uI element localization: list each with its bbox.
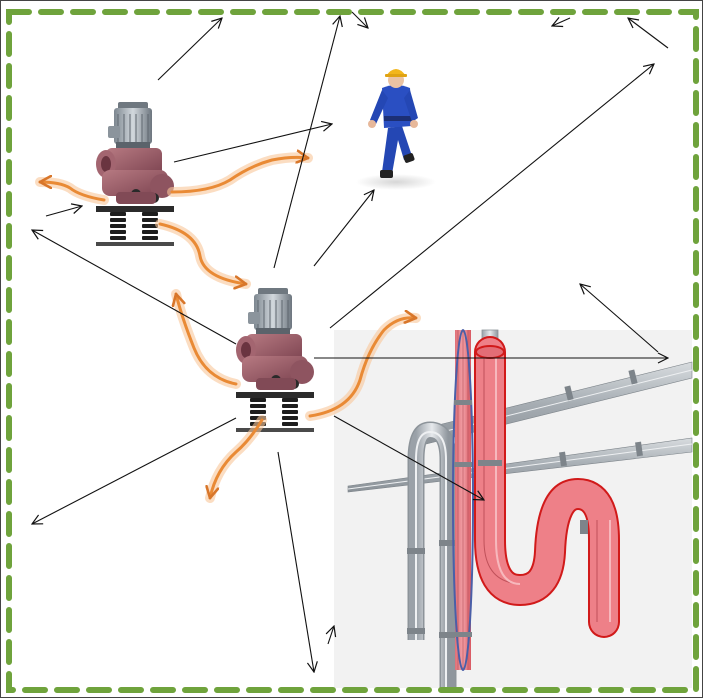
vibration-wave-center-down (205, 415, 267, 503)
vibration-wave-top-left (35, 182, 109, 205)
pump-center-icon (235, 287, 315, 433)
arrow-center-to-bottom (277, 451, 314, 672)
arrow-right-reflect (580, 284, 659, 353)
arrow-center-to-bottom-left (32, 417, 237, 524)
arrow-top-pump-up (157, 18, 222, 81)
gray-j-pipe (407, 421, 457, 690)
arrow-top-pump-to-worker (173, 124, 332, 163)
highlighted-vertical-pipe (452, 329, 474, 671)
vibration-wave-center-up (171, 289, 241, 389)
worker-icon (356, 69, 436, 190)
vibration-wave-center-right (305, 318, 421, 421)
vibration-waves (35, 157, 421, 503)
arrow-center-to-pipe (333, 415, 484, 500)
highlighted-s-bend-pipe (474, 336, 620, 638)
vibration-wave-top-right (167, 157, 313, 197)
propagation-arrows (32, 11, 669, 672)
pipe-rack-icon (347, 329, 693, 690)
arrow-center-to-worker (313, 190, 374, 267)
arrow-small-left (45, 206, 82, 217)
arrow-top-right-reflect (628, 18, 669, 49)
arrow-center-to-top-right (329, 64, 654, 329)
horizontal-pipe-lower (347, 437, 693, 493)
arrow-top-small-2 (552, 18, 571, 26)
arrow-small-bottom (328, 626, 334, 645)
arrow-top-small-1 (351, 11, 368, 28)
boundary-frame (6, 9, 699, 693)
vibration-wave-top-down (155, 219, 251, 284)
arrow-center-to-left (32, 230, 237, 345)
arrow-center-to-top (273, 16, 340, 269)
